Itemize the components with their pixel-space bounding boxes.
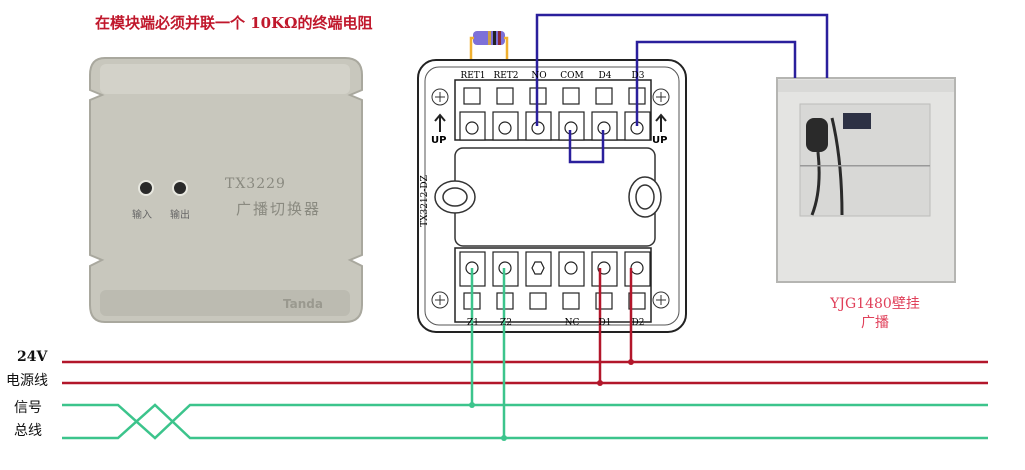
terminal-com: COM	[560, 71, 584, 81]
controller-label: YJG1480壁挂 广播	[800, 295, 950, 333]
input-label: 输入	[132, 210, 152, 221]
terminal-no: NO	[531, 71, 547, 81]
terminal-ret1: RET1	[460, 71, 486, 81]
output-jack-icon	[172, 180, 188, 196]
power-lines	[62, 268, 988, 385]
signal-label-1: 信号	[14, 400, 42, 416]
terminal-z2: Z2	[500, 318, 512, 328]
terminal-ret2: RET2	[493, 71, 519, 81]
broadcast-switcher-device	[89, 57, 363, 323]
diagram-title: 在模块端必须并联一个 10KΩ的终端电阻	[95, 14, 373, 32]
terminal-d2: D2	[631, 318, 645, 328]
wall-broadcast-controller	[776, 77, 956, 283]
terminal-z1: Z1	[467, 318, 479, 328]
signal-label-2: 总线	[14, 423, 42, 439]
module-model-label: TX3212-DZ	[420, 175, 430, 227]
terminal-d1: D1	[598, 318, 612, 328]
top-terminal-block	[454, 79, 652, 141]
bottom-terminal-block	[454, 247, 652, 323]
output-label: 输出	[170, 210, 190, 221]
up-label-left: UP	[431, 135, 447, 146]
terminal-nc: NC	[564, 318, 580, 328]
input-jack-icon	[138, 180, 154, 196]
power-line-label: 电源线	[6, 373, 48, 389]
controller-label-line1: YJG1480壁挂	[830, 296, 920, 312]
terminal-d3: D3	[631, 71, 645, 81]
signal-bus-lines	[62, 268, 988, 440]
switcher-model: TX3229	[225, 176, 286, 192]
controller-label-line2: 广播	[861, 315, 889, 331]
power-voltage-label: 24V	[17, 349, 48, 365]
up-label-right: UP	[652, 135, 668, 146]
broadcast-wires	[535, 13, 829, 164]
switcher-name: 广播切换器	[236, 200, 322, 218]
brand-logo: Tanda	[283, 297, 323, 311]
terminal-d4: D4	[598, 71, 612, 81]
